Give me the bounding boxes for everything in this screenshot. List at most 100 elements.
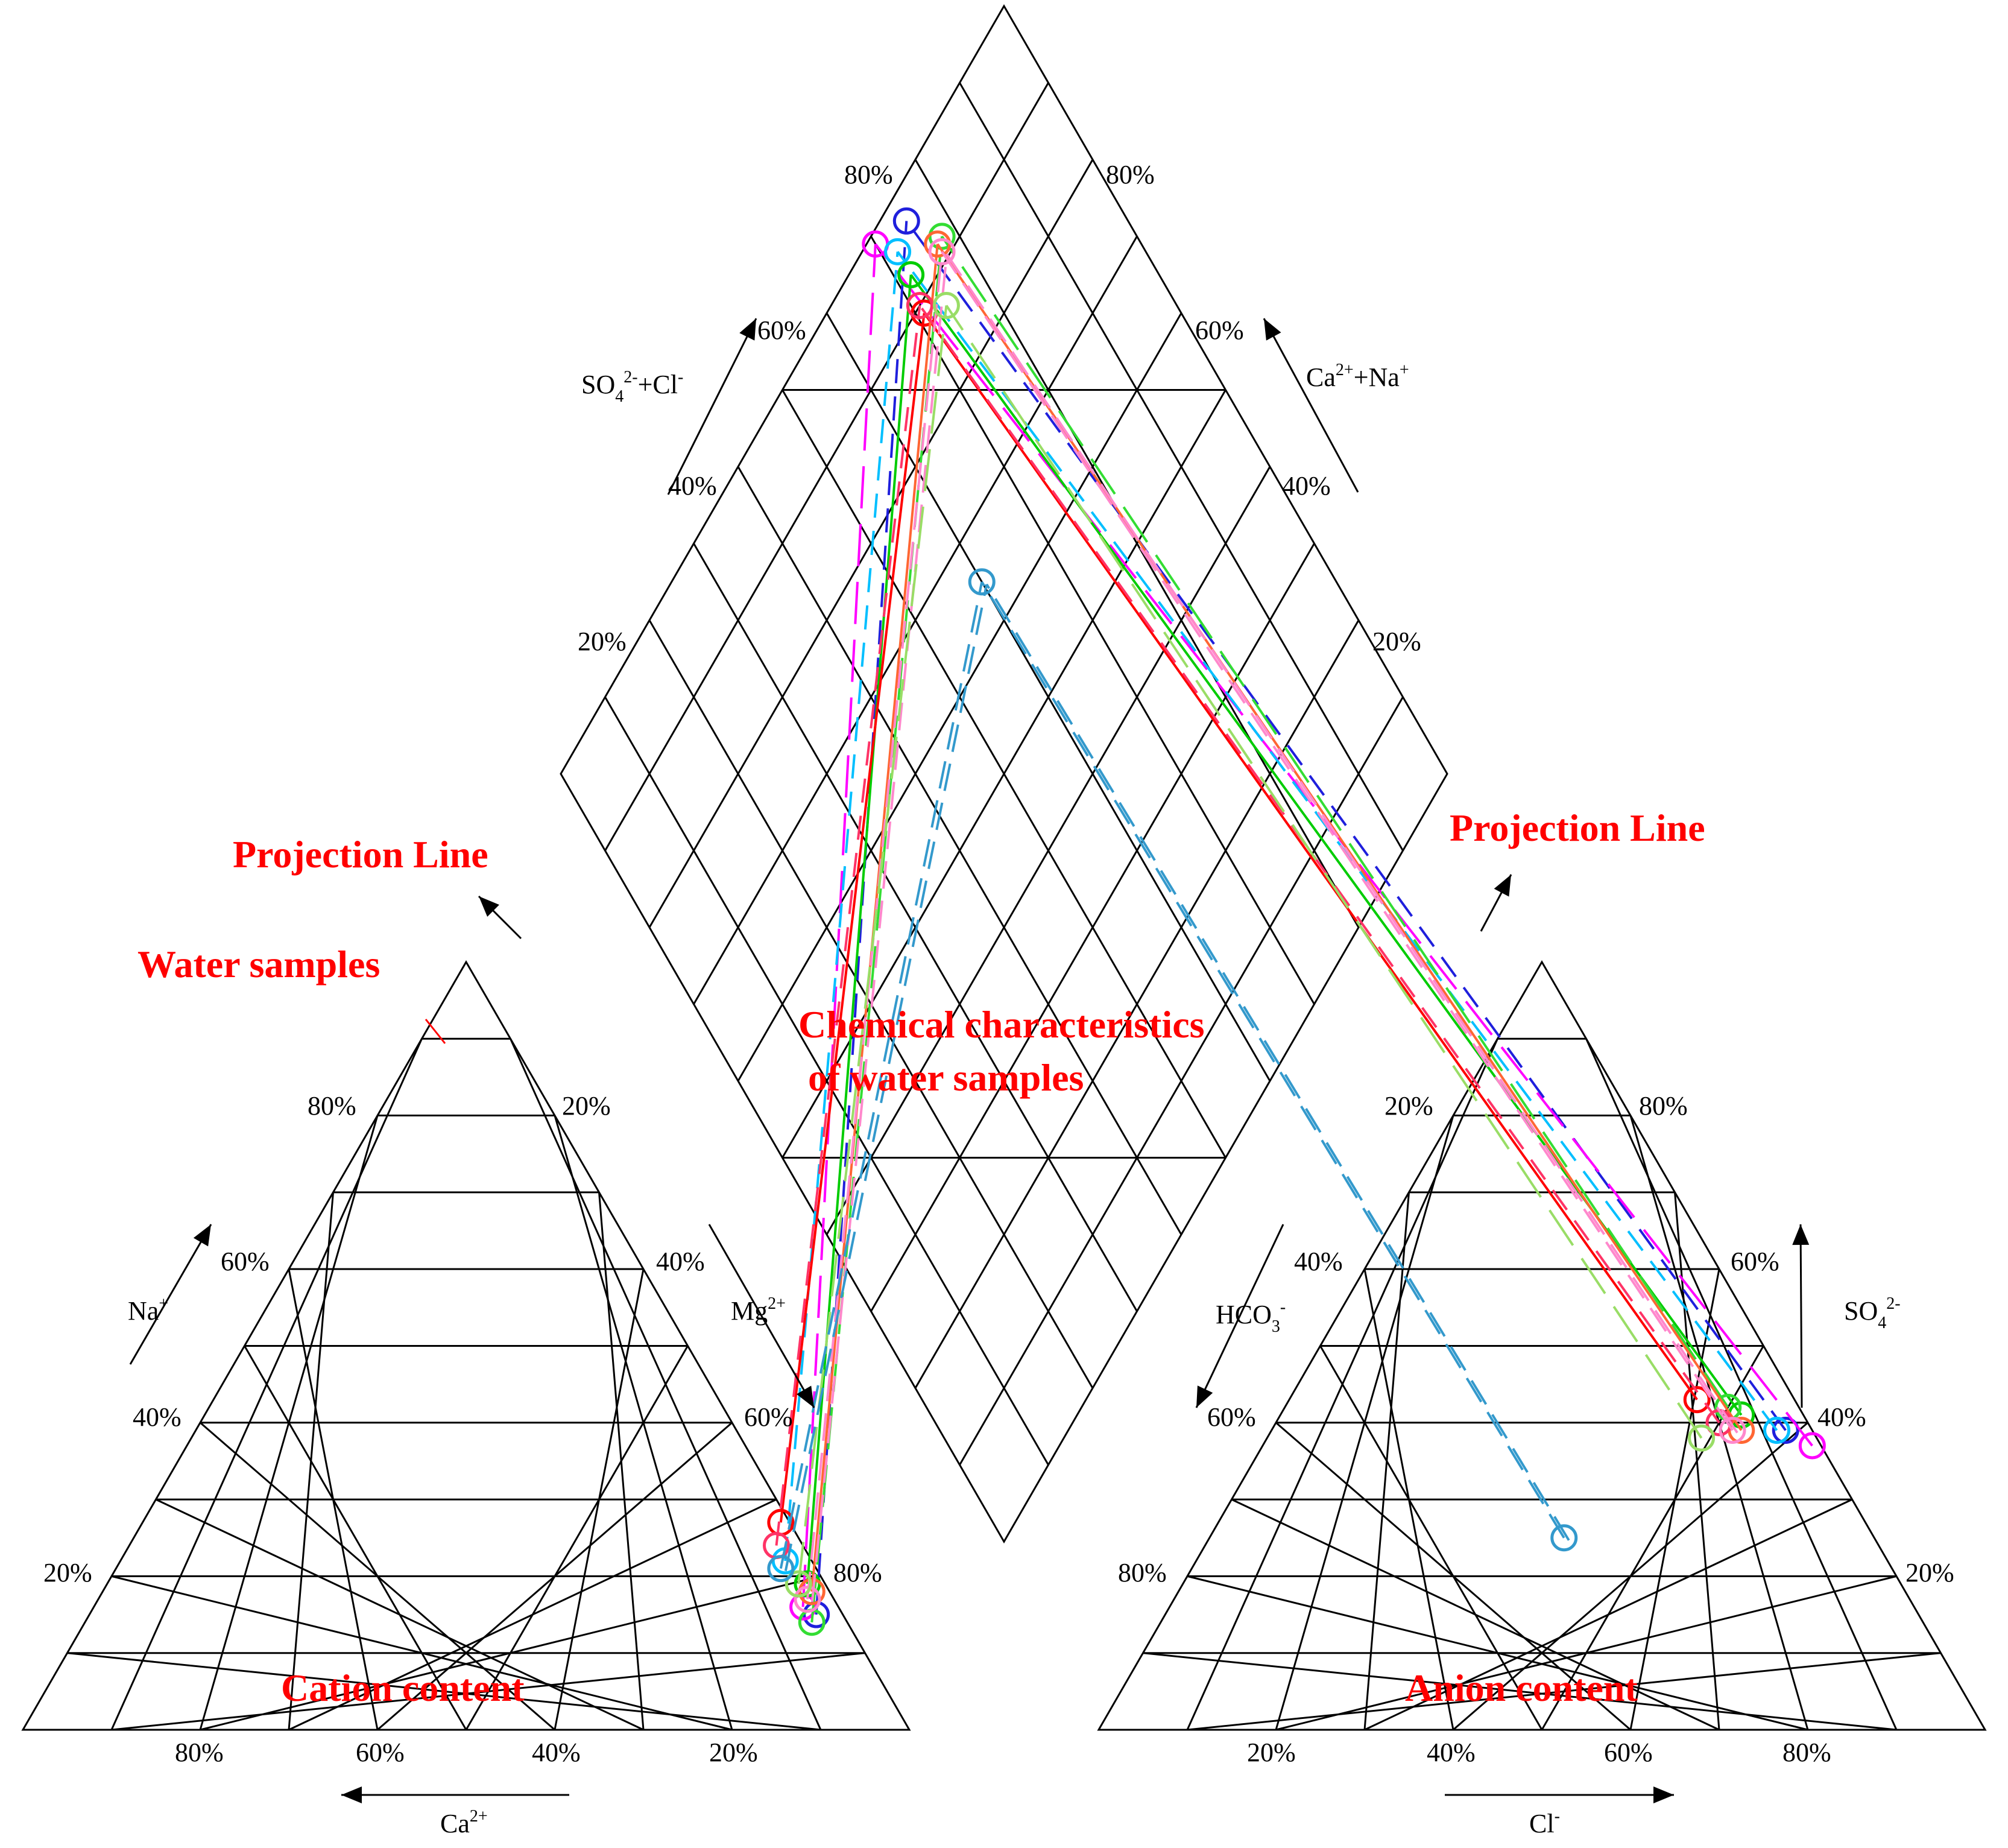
sample-point: [1683, 1386, 1711, 1414]
projection-line: [779, 312, 926, 1523]
tick-label: 40%: [532, 1738, 581, 1767]
arrow-so4: [1799, 1224, 1803, 1408]
tick-label: 80%: [1639, 1091, 1688, 1121]
tick-label: 60%: [744, 1402, 793, 1432]
cation-bottom-ticks: 80% 60% 40% 20%: [175, 1738, 758, 1767]
tick-label: 20%: [1372, 627, 1421, 656]
tick-label: 40%: [1282, 471, 1331, 501]
projection-line: [936, 243, 1743, 1431]
diamond-gridline: [648, 159, 1094, 928]
annotation-diamond-title-1: Chemical characteristics: [798, 1003, 1205, 1046]
axis-label-so4-cl: SO42-+Cl-: [581, 368, 683, 406]
arrow-ca-na-head: [1264, 318, 1281, 341]
sample-point: [884, 238, 912, 265]
sample-point: [1688, 1424, 1716, 1452]
projection-line: [985, 583, 1570, 1541]
diamond-gridline: [737, 312, 1182, 1081]
sample-point: [1798, 1432, 1826, 1460]
projection-line: [945, 305, 1703, 1439]
tick-label: 60%: [1731, 1247, 1779, 1276]
cation-triangle-gridline: [554, 1115, 733, 1730]
arrow-so4-head: [1792, 1224, 1810, 1245]
arrow-mg: [708, 1224, 815, 1408]
arrow-na-head: [193, 1224, 211, 1247]
axis-label-ca-na: Ca2++Na+: [1306, 361, 1409, 392]
annotation-diamond-title-2: of water samples: [808, 1056, 1084, 1099]
arrow-hco3: [1195, 1224, 1284, 1408]
arrow-ca-head: [341, 1786, 362, 1803]
anion-left-ticks: 80% 60% 40% 20%: [1118, 1091, 1433, 1587]
axis-label-cl: Cl-: [1529, 1807, 1560, 1838]
tick-label: 40%: [1294, 1247, 1343, 1276]
projection-line: [923, 312, 1698, 1400]
projection-line: [801, 244, 877, 1607]
projection-line: [980, 581, 1565, 1539]
diamond-gridline: [781, 389, 1227, 1159]
annotation-projection-line-right: Projection Line: [1450, 806, 1705, 849]
tick-label: 80%: [844, 160, 893, 189]
arrow-so4-cl-head: [739, 318, 756, 341]
sample-point: [1763, 1417, 1791, 1445]
projection-line: [810, 254, 949, 1602]
tick-label: 20%: [1384, 1091, 1433, 1121]
tick-label: 40%: [1817, 1402, 1866, 1432]
anion-triangle-gridline: [1275, 1422, 1631, 1731]
tick-label: 20%: [578, 627, 627, 656]
projection-line: [784, 252, 899, 1562]
anion-right-ticks: 80% 60% 40% 20%: [1639, 1091, 1954, 1587]
projection-line: [905, 220, 1787, 1431]
sample-point: [785, 1570, 812, 1598]
anion-triangle-gridline: [1187, 1575, 1808, 1731]
tick-label: 40%: [656, 1247, 705, 1276]
sample-point: [897, 261, 925, 289]
arrow-projection-right-head: [1494, 875, 1511, 897]
tick-label: 80%: [308, 1091, 356, 1121]
arrow-so4-cl: [667, 318, 757, 495]
anion-bottom-ticks: 20% 40% 60% 80%: [1247, 1738, 1831, 1767]
cation-triangle-gridline: [244, 1345, 467, 1730]
diamond-gridline: [826, 312, 1271, 1081]
tick-label: 60%: [356, 1738, 405, 1767]
diamond-right-ticks: 20% 40% 60% 80%: [1106, 160, 1421, 656]
projection-line: [806, 274, 912, 1584]
tick-label: 20%: [562, 1091, 611, 1121]
tick-label: 60%: [1207, 1402, 1256, 1432]
tick-label: 20%: [43, 1558, 92, 1587]
cation-right-ticks: 20% 40% 60% 80%: [562, 1091, 882, 1587]
cation-triangle-gridline: [111, 1575, 733, 1731]
cation-triangle-gridline: [200, 1422, 555, 1731]
annotation-cation-content: Cation content: [281, 1666, 525, 1709]
sample-point: [906, 291, 933, 319]
diamond-gridline: [914, 159, 1360, 928]
tick-label: 40%: [1427, 1738, 1476, 1767]
axis-arrows: [129, 318, 1810, 1803]
sample-point: [968, 568, 996, 596]
axis-label-ca: Ca2+: [440, 1807, 488, 1838]
diamond-outline: [560, 4, 1448, 1544]
tick-label: 40%: [133, 1402, 182, 1432]
tick-label: 60%: [221, 1247, 270, 1276]
annotation-projection-line-left: Projection Line: [233, 833, 488, 876]
projection-line: [941, 235, 1729, 1408]
arrow-mg-head: [796, 1385, 814, 1408]
cation-triangle-gridline: [510, 1038, 822, 1730]
diamond-gridline: [870, 236, 1315, 1005]
sample-point: [794, 1586, 821, 1613]
tick-label: 20%: [709, 1738, 758, 1767]
tick-label: 40%: [668, 471, 717, 501]
tick-label: 60%: [1604, 1738, 1653, 1767]
sample-point: [928, 238, 956, 265]
cation-triangle-gridline: [465, 1345, 689, 1730]
tick-label: 60%: [1195, 315, 1244, 345]
sample-point: [767, 1555, 795, 1583]
anion-triangle-gridline: [1674, 1192, 1720, 1730]
cation-triangle-gridline: [598, 1192, 645, 1730]
arrow-na: [129, 1224, 212, 1365]
arrow-cl-head: [1653, 1786, 1674, 1803]
tick-label: 20%: [1247, 1738, 1296, 1767]
projection-line: [797, 305, 948, 1584]
tick-label: 60%: [757, 315, 806, 345]
cation-left-ticks: 20% 40% 60% 80%: [43, 1091, 356, 1587]
anion-triangle-gridline: [1319, 1345, 1543, 1730]
arrow-ca-na: [1263, 318, 1359, 493]
